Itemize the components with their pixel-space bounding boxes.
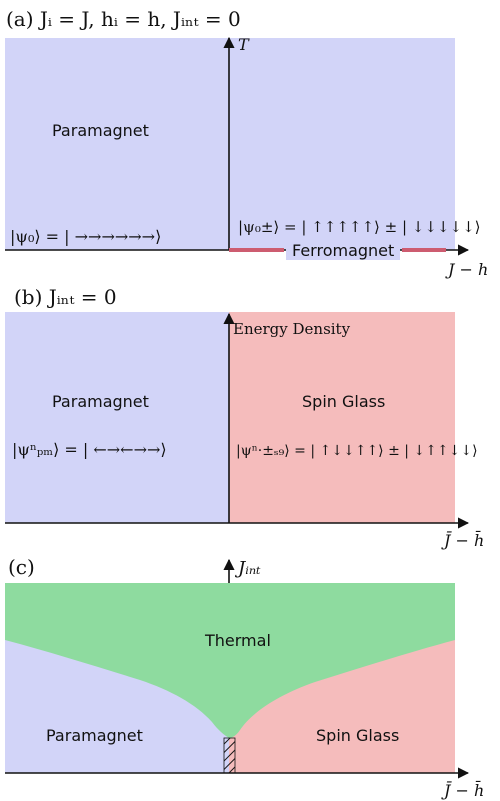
panel-c-hatched-boundary bbox=[223, 737, 236, 774]
panel-a-title: (a) Jᵢ = J, hᵢ = h, Jᵢₙₜ = 0 bbox=[6, 7, 241, 31]
panel-a-ferromagnet-label-bg bbox=[286, 240, 400, 260]
panel-b-paramagnet-label: Paramagnet bbox=[52, 392, 149, 411]
panel-c: (c) Jᵢₙₜ J̄ − h̄ Thermal Paramagnet Spin… bbox=[5, 555, 484, 800]
panel-b-paramagnet-state: |ψⁿₚₘ⟩ = | ←→←→→⟩ bbox=[12, 440, 167, 459]
panel-a-ferromagnet-label: Ferromagnet bbox=[292, 241, 394, 260]
panel-a-y-axis-label: T bbox=[238, 35, 250, 54]
panel-a-paramagnet-state: |ψ₀⟩ = | →→→→→→⟩ bbox=[10, 227, 161, 246]
panel-c-x-axis-label: J̄ − h̄ bbox=[441, 779, 484, 800]
panel-c-title: (c) bbox=[8, 555, 35, 579]
panel-b-spin-glass-region bbox=[229, 312, 455, 523]
panel-b-spin-glass-state: |ψⁿ·±ₛ₉⟩ = | ↑↓↓↑↑⟩ ± | ↓↑↑↓↓⟩ bbox=[236, 443, 478, 459]
panel-a-paramagnet-region bbox=[5, 38, 455, 250]
panel-b-x-axis-label: J̄ − h̄ bbox=[441, 529, 484, 550]
panel-b-y-axis-label: Energy Density bbox=[233, 320, 351, 338]
panel-c-thermal-region bbox=[5, 583, 455, 738]
panel-b: (b) Jᵢₙₜ = 0 Energy Density J̄ − h̄ Para… bbox=[5, 285, 484, 550]
panel-a: (a) Jᵢ = J, hᵢ = h, Jᵢₙₜ = 0 T J − h Par… bbox=[5, 7, 488, 279]
panel-b-spin-glass-label: Spin Glass bbox=[302, 392, 385, 411]
panel-c-y-axis-label: Jᵢₙₜ bbox=[234, 558, 261, 579]
panel-c-thermal-label: Thermal bbox=[204, 631, 271, 650]
panel-c-spin-glass-label: Spin Glass bbox=[316, 726, 399, 745]
panel-c-paramagnet-label: Paramagnet bbox=[46, 726, 143, 745]
panel-b-paramagnet-region bbox=[5, 312, 229, 523]
panel-a-paramagnet-label: Paramagnet bbox=[52, 121, 149, 140]
panel-b-title: (b) Jᵢₙₜ = 0 bbox=[14, 285, 117, 309]
panel-a-x-axis-label: J − h bbox=[445, 260, 488, 279]
panel-a-ferromagnet-state: |ψ₀±⟩ = | ↑↑↑↑↑⟩ ± | ↓↓↓↓↓⟩ bbox=[238, 218, 481, 236]
